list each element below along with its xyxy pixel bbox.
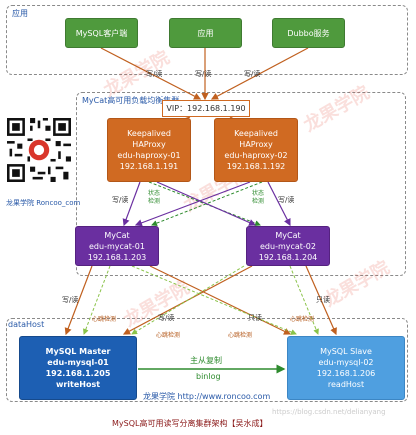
haproxy-node-1: Keepalived HAProxy edu-haproxy-01 192.16… (107, 118, 191, 182)
line-m1-heartbeat-master (82, 265, 111, 335)
app-group (6, 5, 408, 75)
dubbo-service-node: Dubbo服务 (272, 18, 345, 48)
label-status-left: 状态 (148, 190, 161, 197)
label-rw-client1: 写/读 (146, 70, 163, 78)
line-m1-heartbeat-slave (131, 265, 297, 335)
mysql-master-node: MySQL Master edu-mysql-01 192.168.1.205 … (19, 336, 137, 400)
label-rw-h2-m2: 写/读 (278, 196, 295, 204)
label-heartbeat-3: 心跳检测 (228, 332, 253, 339)
label-readonly-m1: 只读 (248, 314, 262, 322)
mysql-slave-node: MySQL Slave edu-mysql-02 192.168.1.206 r… (287, 336, 405, 400)
line-h1-m1 (122, 181, 141, 227)
label-detect-left: 检测 (148, 198, 161, 205)
label-heartbeat-1: 心跳检测 (92, 316, 117, 323)
line-client3-vip (210, 47, 309, 100)
qr-code-icon (7, 118, 71, 182)
line-m1-master (64, 265, 93, 336)
label-readonly-m2: 只读 (316, 296, 330, 304)
url-watermark: https://blog.csdn.net/delianyang (272, 408, 386, 416)
app-group-label: 应用 (12, 9, 28, 18)
line-h1-m2 (156, 181, 257, 226)
line-m2-slave (305, 265, 337, 336)
haproxy-node-2: Keepalived HAProxy edu-haproxy-02 192.16… (214, 118, 298, 182)
line-h2-m2 (267, 181, 291, 227)
label-rw-m2-master: 写/读 (158, 314, 175, 322)
label-status-right: 状态 (252, 190, 265, 197)
label-rw-h1-m1: 写/读 (112, 196, 129, 204)
line-client1-vip (100, 47, 202, 100)
label-rw-client2: 写/读 (195, 70, 212, 78)
line-h1-status-m2 (148, 181, 261, 226)
label-rw-m1-master: 写/读 (62, 296, 79, 304)
line-h2-m1 (134, 181, 251, 227)
line-m1-slave (149, 265, 292, 335)
label-detect-right: 检测 (252, 198, 265, 205)
label-rw-client3: 写/读 (244, 70, 261, 78)
label-heartbeat-2: 心跳检测 (156, 332, 181, 339)
label-replication: 主从复制 (190, 356, 222, 365)
line-m2-heartbeat-master (131, 265, 245, 335)
mycat-node-1: MyCat edu-mycat-01 192.168.1.203 (75, 226, 159, 266)
qr-caption: 龙果学院 Roncoo_com (6, 199, 81, 207)
mysql-client-node: MySQL客户端 (65, 18, 138, 48)
label-heartbeat-4: 心跳检测 (290, 316, 315, 323)
application-node: 应用 (169, 18, 242, 48)
line-m2-heartbeat-slave (289, 265, 319, 335)
cluster-group (76, 92, 406, 276)
figure-caption: MySQL高可用读写分离集群架构【吴水成】 (112, 419, 268, 428)
cluster-group-label: MyCat高可用负载均衡集群 (82, 96, 180, 105)
datahost-group (6, 318, 408, 402)
footer-brand-link: 龙果学院 http://www.roncoo.com (143, 392, 271, 401)
label-binlog: binlog (196, 372, 221, 381)
mycat-node-2: MyCat edu-mycat-02 192.168.1.204 (246, 226, 330, 266)
vip-box: VIP：192.168.1.190 (162, 100, 250, 117)
datahost-group-label: dataHost (8, 320, 45, 329)
